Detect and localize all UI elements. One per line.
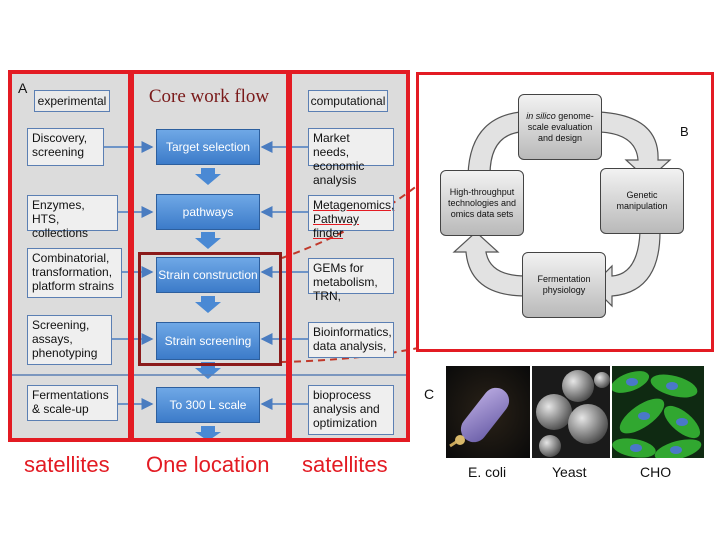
cycle-node-genetic-manipulation: Genetic manipulation — [600, 168, 684, 234]
workflow-step-strain-screening: Strain screening — [156, 322, 260, 360]
satellites-right-outline — [288, 70, 410, 442]
computational-item-market: Market needs, economic analysis — [308, 128, 394, 187]
core-workflow-title: Core work flow — [148, 86, 270, 107]
experimental-header: experimental — [34, 90, 110, 112]
panel-c-label: C — [424, 386, 435, 402]
experimental-item-combinatorial: Combinatorial, transformation, platform … — [27, 248, 122, 298]
cycle-node-in-silico-italic: in silico — [526, 110, 556, 121]
cycle-node-in-silico-text: genome-scale evaluation and design — [527, 110, 594, 143]
panel-b-outline — [416, 72, 714, 352]
cho-image — [612, 366, 704, 458]
experimental-item-discovery: Discovery, screening — [27, 128, 104, 166]
computational-item-metagenomics: Metagenomics, Pathway finder — [308, 195, 394, 240]
down-arrow-4 — [195, 362, 221, 379]
panel-b-label: B — [680, 124, 689, 139]
label-cho: CHO — [640, 464, 672, 480]
experimental-item-screening: Screening, assays, phenotyping — [27, 315, 112, 365]
cycle-node-fermentation-text: Fermentation physiology — [537, 274, 591, 295]
workflow-step-strain-construction: Strain construction — [156, 257, 260, 293]
computational-item-bioprocess: bioprocess analysis and optimization — [308, 385, 394, 435]
workflow-step-target-selection: Target selection — [156, 129, 260, 165]
down-arrow-3 — [195, 296, 221, 313]
computational-item-bioinformatics: Bioinformatics, data analysis, — [308, 322, 394, 358]
label-one-location: One location — [146, 452, 270, 477]
cycle-arrow-bottom-left — [452, 231, 527, 297]
down-arrow-1 — [195, 168, 221, 185]
strain-highlight-box — [138, 252, 282, 366]
experimental-item-enzymes: Enzymes, HTS, collections — [27, 195, 118, 240]
label-satellites-right: satellites — [302, 452, 388, 477]
panel-a-label: A — [18, 80, 28, 96]
ecoli-image — [446, 366, 530, 458]
experimental-item-fermentations: Fermentations & scale-up — [27, 385, 118, 421]
cycle-node-high-throughput-text: High-throughput technologies and omics d… — [447, 186, 517, 219]
cycle-node-genetic-text: Genetic manipulation — [616, 190, 668, 211]
label-yeast: Yeast — [552, 464, 587, 480]
down-arrow-5 — [195, 426, 221, 441]
workflow-step-pathways: pathways — [156, 194, 260, 230]
computational-item-gems: GEMs for metabolism, TRN, — [308, 258, 394, 303]
cycle-node-in-silico: in silico genome-scale evaluation and de… — [518, 94, 602, 160]
computational-header: computational — [308, 90, 388, 112]
label-satellites-left: satellites — [24, 452, 110, 477]
down-arrow-2 — [195, 232, 221, 249]
label-ecoli: E. coli — [468, 464, 507, 480]
zoom-line-top — [281, 184, 419, 259]
yeast-image — [532, 366, 610, 458]
cycle-node-fermentation: Fermentation physiology — [522, 252, 606, 318]
cycle-node-high-throughput: High-throughput technologies and omics d… — [440, 170, 524, 236]
workflow-step-300l-scale: To 300 L scale — [156, 387, 260, 423]
